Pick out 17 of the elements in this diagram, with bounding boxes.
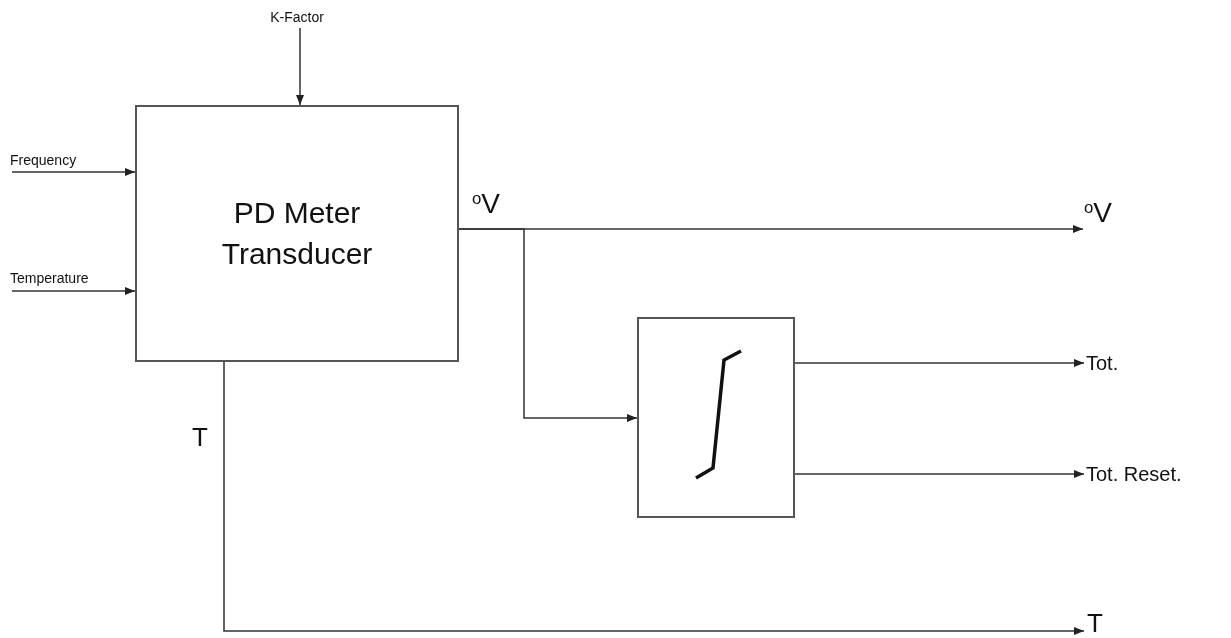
arrow (794, 359, 1085, 367)
output-label: Tot. Reset. (1086, 462, 1182, 486)
input-label: K-Factor (270, 8, 324, 26)
integrator-block (637, 317, 795, 518)
arrow (296, 27, 304, 106)
arrow (11, 168, 136, 176)
input-label: Temperature (10, 269, 89, 287)
output-label: T (1087, 609, 1103, 638)
arrow (223, 361, 1085, 635)
arrow (458, 228, 638, 422)
output-label: $^{o}$V (1084, 196, 1113, 230)
input-label: Frequency (10, 151, 77, 169)
block-title: PD Meter Transducer (220, 195, 374, 272)
output-label: Tot. (1086, 351, 1119, 375)
transducer-block (135, 105, 459, 362)
arrow (11, 287, 136, 295)
arrow (794, 470, 1085, 478)
